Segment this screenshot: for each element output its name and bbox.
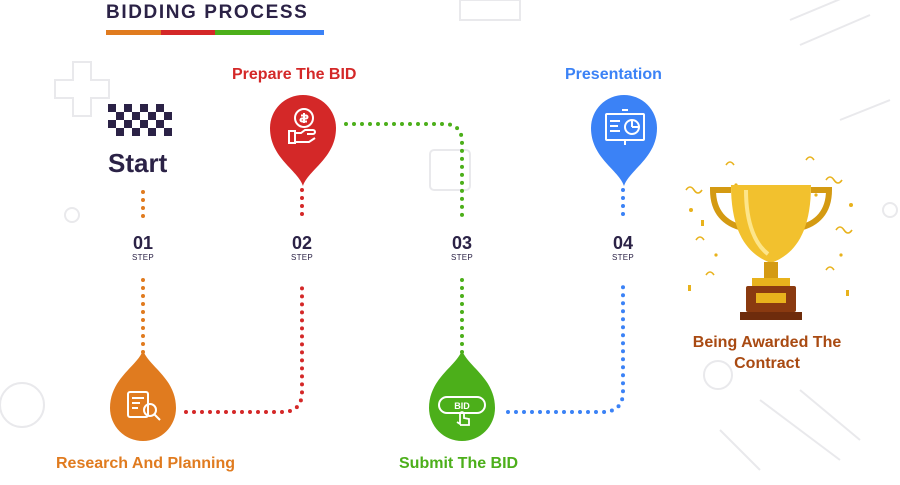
- step-4-label: Presentation: [565, 66, 662, 83]
- connector-step-1-to-2: [184, 283, 304, 414]
- step-1-number: 01 STEP: [131, 233, 155, 262]
- step-2-label: Prepare The BID: [232, 66, 357, 83]
- checkered-flag-icon: [108, 104, 172, 136]
- presentation-board-icon: [605, 109, 645, 145]
- step-2-number: 02 STEP: [290, 233, 314, 262]
- connector-step-3-to-4: [506, 280, 625, 414]
- title-underline: [106, 30, 324, 35]
- award-label-line-2: Contract: [734, 355, 800, 372]
- step-1-pin: [110, 350, 176, 441]
- step-3-number: 03 STEP: [450, 233, 474, 262]
- document-search-icon: [127, 391, 161, 421]
- step-1-label: Research And Planning: [56, 455, 235, 472]
- step-2-pin: [270, 95, 336, 186]
- underline-segment-red: [160, 30, 215, 35]
- step-4-number: 04 STEP: [611, 233, 635, 262]
- trophy-icon: [685, 156, 853, 320]
- underline-segment-blue: [269, 30, 324, 35]
- step-4-pin: [591, 95, 657, 186]
- bid-badge-text: BID: [454, 401, 470, 411]
- award-label: Being Awarded The Contract: [678, 332, 856, 374]
- start-label: Start: [108, 148, 168, 178]
- confetti-decoration: [685, 156, 853, 276]
- award-label-line-1: Being Awarded The: [692, 334, 842, 351]
- underline-segment-green: [215, 30, 270, 35]
- underline-segment-orange: [106, 30, 161, 35]
- connector-step-2-to-3: [344, 122, 464, 224]
- step-3-pin: BID: [429, 350, 495, 441]
- step-3-label: Submit The BID: [399, 455, 519, 472]
- page-title: BIDDING PROCESS: [106, 2, 309, 23]
- money-hand-icon: [288, 108, 316, 144]
- bid-click-icon: BID: [438, 396, 486, 426]
